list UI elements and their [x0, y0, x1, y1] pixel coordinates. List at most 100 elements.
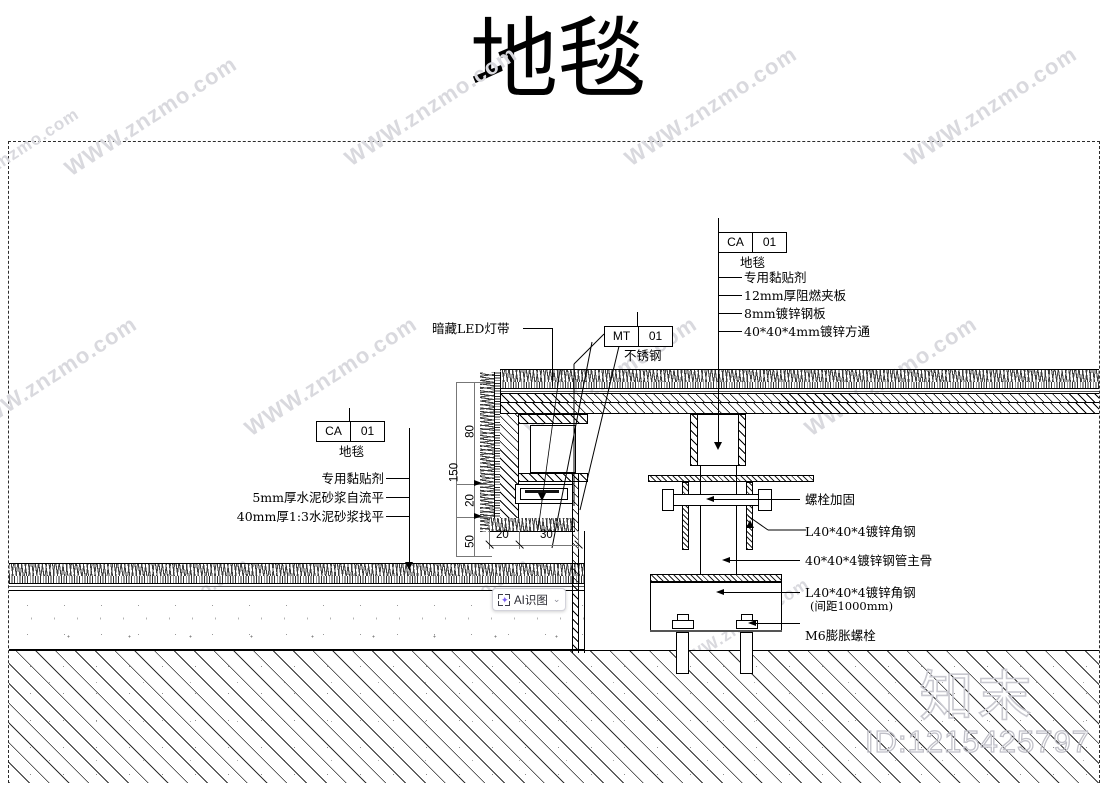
ceiling-plywood-layer [500, 393, 1099, 402]
dimension-h-right: 30 [540, 529, 553, 541]
dimension-v-top: 80 [464, 425, 477, 438]
metal-tag-name: 不锈钢 [624, 348, 662, 363]
dimension-arrow [474, 480, 482, 486]
bulkhead-carpet-underlay [494, 372, 500, 532]
ceiling-note: 40*40*4mm镀锌方通 [744, 324, 870, 339]
ceiling-tag-num: 01 [762, 235, 777, 249]
floor-note-leader [386, 516, 410, 517]
bulkhead-carpet-face [480, 372, 494, 532]
base-angle-leader-line [724, 592, 800, 593]
m6-leader-arrow [748, 620, 756, 626]
floor-tag-num: 01 [360, 424, 375, 438]
floor-line [9, 649, 584, 650]
ceiling-carpet-underlay [500, 382, 1099, 388]
ceiling-material-tag[interactable]: CA 01 [718, 232, 787, 253]
floor-material-tag[interactable]: CA 01 [316, 421, 385, 442]
led-note-leader [552, 328, 553, 386]
bolt-shank [672, 494, 762, 506]
floor-carpet-underlay [9, 576, 584, 583]
ceiling-note: 8mm镀锌钢板 [744, 306, 826, 321]
ai-recognize-button[interactable]: ✦ AI识图 ⌄ [492, 588, 567, 611]
led-light-arrow [538, 493, 546, 501]
bulkhead-body [500, 414, 518, 518]
ceiling-line [500, 393, 1099, 394]
ceiling-line [500, 402, 1099, 403]
dimension-line-inner [474, 382, 475, 556]
floor-tag-stem [349, 408, 350, 421]
ceiling-steel-plate-layer [500, 403, 1099, 413]
metal-tag-num: 01 [648, 329, 663, 343]
m6-leader-line [756, 623, 800, 624]
right-note-sub: (间距1000mm) [810, 599, 894, 613]
dimension-v-bot: 50 [464, 535, 477, 548]
square-tube-wall [738, 414, 746, 466]
dimension-line-outer [456, 382, 457, 556]
ceiling-tag-stem [718, 218, 719, 232]
bulkhead-line [518, 414, 519, 518]
floor-note: 专用黏贴剂 [321, 471, 384, 486]
ai-button-label: AI识图 [514, 594, 548, 607]
floor-line [9, 563, 584, 564]
metal-tag-stem [637, 312, 638, 326]
floor-line [9, 590, 584, 591]
chevron-down-icon[interactable]: ⌄ [552, 594, 561, 604]
ceiling-tag-code: CA [719, 233, 753, 252]
expansion-bolt-cap [741, 614, 753, 621]
led-note-label: 暗藏LED灯带 [432, 321, 510, 336]
bolt-leader-arrow [706, 496, 714, 502]
led-note-leader [523, 328, 553, 329]
wall-face-hatch [572, 473, 578, 653]
dimension-arrow [474, 513, 482, 519]
floor-tag-name: 地毯 [339, 444, 365, 459]
base-angle-leader-arrow [716, 589, 724, 595]
right-note: 40*40*4镀锌钢管主骨 [805, 553, 933, 568]
floor-note: 5mm厚水泥砂浆自流平 [252, 490, 384, 505]
dimension-ext-line [456, 556, 492, 557]
dimension-h-left: 20 [496, 529, 509, 541]
cove-leader-lines [537, 341, 621, 549]
floor-tag-code: CA [317, 422, 351, 441]
ceiling-note: 专用黏贴剂 [744, 270, 807, 285]
led-strip [525, 490, 559, 493]
right-note: L40*40*4镀锌角钢 [805, 524, 916, 539]
cove-carpet-return [489, 518, 575, 531]
bolt-head [662, 489, 674, 511]
angle-steel-plate [648, 475, 814, 482]
structural-slab [9, 650, 1099, 783]
right-note: 螺栓加固 [805, 492, 856, 507]
dimension-ext-line [578, 531, 579, 549]
wall-face-line [584, 531, 585, 653]
metal-tag-leader [573, 333, 605, 506]
wall-face-line [578, 473, 579, 653]
expansion-bolt-head [672, 620, 694, 629]
ceiling-note: 12mm厚阻燃夹板 [744, 288, 847, 303]
right-note: M6膨胀螺栓 [805, 628, 876, 643]
angle-note-leader [747, 515, 806, 531]
floor-note-leader [386, 478, 410, 479]
dimension-v-total: 150 [448, 462, 461, 483]
expansion-bolt-shaft [740, 632, 753, 674]
ceiling-note-leader [718, 331, 742, 332]
base-plate-line [650, 630, 782, 632]
bolt-leader-line [714, 499, 800, 500]
expansion-bolt-cap [677, 614, 689, 621]
ceiling-line [500, 391, 1099, 392]
ceiling-line [500, 413, 1099, 415]
floor-line [9, 583, 584, 584]
ceiling-leader-arrow [714, 442, 722, 450]
page-title: 地毯 [469, 8, 646, 111]
square-tube-wall [690, 414, 698, 466]
bolt-nut [758, 489, 772, 511]
metal-material-tag[interactable]: MT 01 [604, 326, 673, 347]
floor-line [9, 586, 584, 587]
bulkhead-line [494, 372, 495, 532]
ceiling-line [500, 388, 1099, 389]
ceiling-carpet-pile [500, 369, 1099, 382]
ceiling-notes-spine [718, 240, 719, 370]
base-angle-top [650, 574, 782, 582]
floor-notes-arrow [405, 562, 413, 570]
post-leader-line [730, 560, 800, 561]
floor-note-leader [386, 497, 410, 498]
post-line [736, 466, 737, 576]
dimension-ext-line [489, 531, 490, 549]
